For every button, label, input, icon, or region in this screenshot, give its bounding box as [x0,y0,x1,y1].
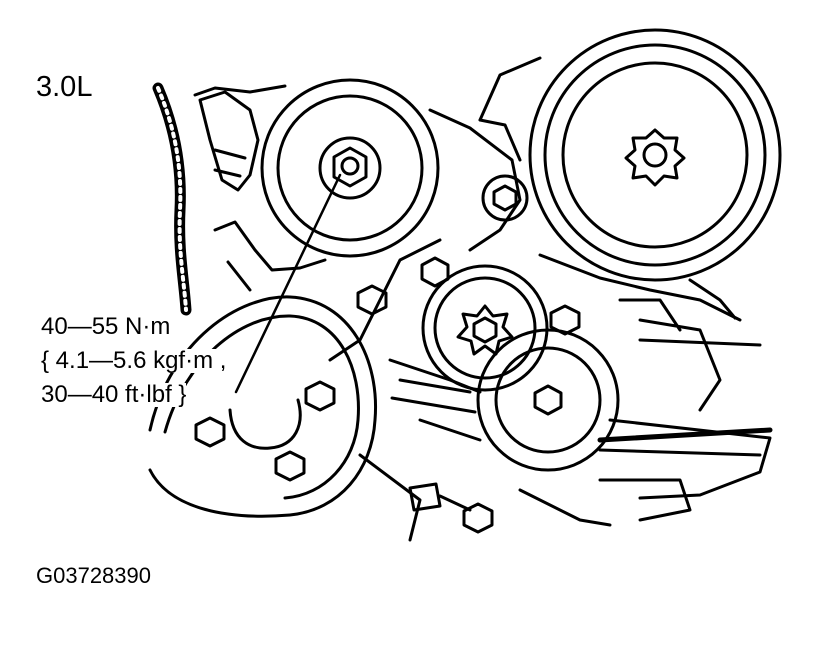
upper-pulley-outer [260,78,440,258]
torque-spec-kgfm: { 4.1—5.6 kgf·m , [41,347,227,374]
torque-spec-ftlbf: 30—40 ft·lbf } [41,381,187,408]
lower-bolt [462,502,494,534]
large-pulley-rim-2 [561,61,749,249]
upper-pulley-rim [276,94,424,242]
bolt-right-1 [549,304,581,336]
lower-sensor [408,482,472,512]
sensor-connector [198,90,260,192]
ps-bolt-3 [274,450,306,482]
ps-bolt-1 [304,380,336,412]
spec-leader-line [234,173,342,394]
upper-pulley-bolt-center [340,156,360,176]
ps-pulley-outer [148,295,378,518]
large-pulley-rim-1 [543,43,767,267]
ps-pulley-arc [228,398,302,450]
idler-pulley-bolt [533,384,563,416]
hose-fitting [213,220,327,292]
wire-harness-texture [156,86,188,312]
water-pump-star [456,304,514,356]
large-pulley-bolt-center [642,142,668,168]
figure-id: G03728390 [36,563,151,588]
upper-pulley-hub [318,136,382,200]
idler-pulley-outer [476,328,620,472]
upper-pulley-bolt [332,146,368,188]
large-pulley-outer [528,28,782,282]
water-pump-bolt [472,316,498,344]
bolt-left-1 [420,256,450,288]
water-pump-pulley-inner [433,276,537,380]
water-pump-pulley-outer [421,264,549,392]
torque-spec-nm: 40—55 N·m [41,313,171,340]
belt-strand-2 [597,427,773,443]
engine-size-label: 3.0L [36,71,93,103]
bolt-left-2 [356,284,388,316]
belt-strand [390,378,477,414]
housing-detail [478,118,722,522]
bracket-bolt [492,184,518,212]
large-pulley-star-bolt [624,128,686,187]
ps-bolt-2 [194,416,226,448]
bracket-boss [481,174,529,222]
idler-pulley-inner [494,346,602,454]
